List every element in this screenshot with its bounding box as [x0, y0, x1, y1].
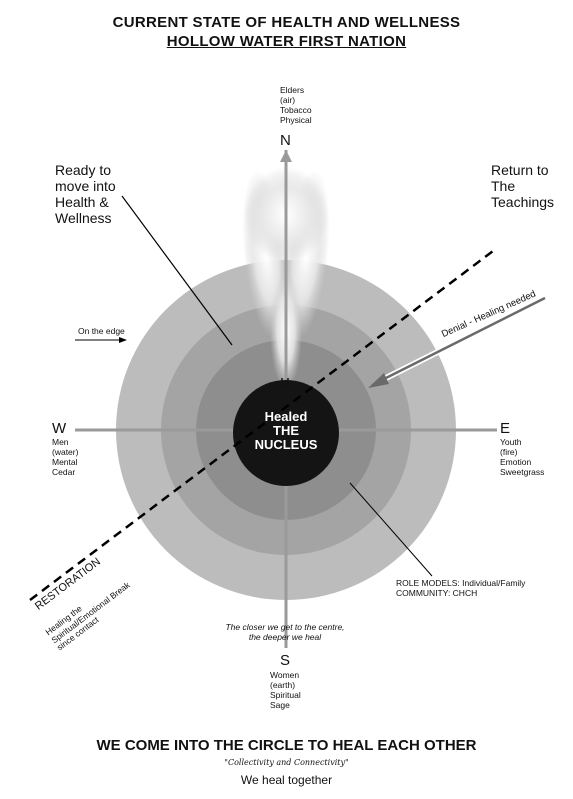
ready-label: Ready to move into Health & Wellness	[55, 162, 116, 226]
return-line-2: The	[491, 178, 516, 194]
west-line-3: Mental	[52, 457, 78, 467]
nucleus-name: NUCLEUS	[254, 437, 318, 452]
south-letter: S	[280, 652, 291, 669]
footer-subtext: We heal together	[240, 773, 333, 787]
ready-line-1: Ready to	[55, 162, 112, 178]
south-line-2: (earth)	[270, 680, 296, 690]
footer-heading: WE COME INTO THE CIRCLE TO HEAL EACH OTH…	[96, 737, 477, 754]
role-models-pointer-line	[349, 482, 433, 577]
north-letter: N	[280, 132, 291, 149]
closer-line-1: The closer we get to the centre,	[225, 622, 345, 632]
west-letter: W	[52, 420, 67, 437]
east-line-2: (fire)	[500, 447, 518, 457]
role-models-label: ROLE MODELS: Individual/Family COMMUNITY…	[396, 578, 525, 598]
north-line-1: Elders	[280, 85, 305, 95]
role-models-line-1: ROLE MODELS: Individual/Family	[396, 578, 526, 588]
on-edge-label: On the edge	[78, 326, 125, 336]
south-info: Women (earth) Spiritual Sage	[270, 670, 301, 710]
east-info: Youth (fire) Emotion Sweetgrass	[500, 437, 544, 477]
west-line-2: (water)	[52, 447, 79, 457]
south-line-4: Sage	[270, 700, 290, 710]
on-edge-arrowhead	[119, 337, 127, 343]
ready-pointer-line	[121, 195, 233, 346]
nucleus	[233, 380, 339, 486]
nucleus-text: Healed THE NUCLEUS	[233, 410, 339, 452]
ready-line-4: Wellness	[55, 210, 112, 226]
closer-text: The closer we get to the centre, the dee…	[185, 622, 385, 642]
page-subtitle: HOLLOW WATER FIRST NATION	[0, 33, 573, 50]
ready-line-3: Health &	[55, 194, 109, 210]
restoration-line	[29, 247, 498, 601]
return-label: Return to The Teachings	[491, 162, 554, 210]
east-line-4: Sweetgrass	[500, 467, 545, 477]
south-line-1: Women	[270, 670, 300, 680]
north-arrowhead	[280, 150, 292, 162]
footer-quote: "Collectivity and Connectivity"	[224, 758, 349, 767]
north-line-2: (air)	[280, 95, 296, 105]
denial-arrow	[368, 295, 547, 388]
north-line-3: Tobacco	[280, 105, 312, 115]
subtitle-text: HOLLOW WATER FIRST NATION	[166, 33, 407, 50]
ready-line-2: move into	[55, 178, 116, 194]
south-line-3: Spiritual	[270, 690, 301, 700]
west-info: Men (water) Mental Cedar	[52, 437, 78, 477]
north-info: Elders (air) Tobacco Physical	[280, 85, 312, 125]
nucleus-the: THE	[273, 423, 299, 438]
page-title: CURRENT STATE OF HEALTH AND WELLNESS	[112, 14, 461, 31]
east-line-1: Youth	[500, 437, 522, 447]
return-line-3: Teachings	[491, 194, 555, 210]
west-line-1: Men	[52, 437, 69, 447]
role-models-line-2: COMMUNITY: CHCH	[396, 588, 478, 598]
closer-line-2: the deeper we heal	[248, 632, 322, 642]
west-line-4: Cedar	[52, 467, 76, 477]
return-line-1: Return to	[491, 162, 549, 178]
east-line-3: Emotion	[500, 457, 532, 467]
nucleus-healed: Healed	[264, 409, 308, 424]
east-letter: E	[500, 420, 511, 437]
north-line-4: Physical	[280, 115, 312, 125]
